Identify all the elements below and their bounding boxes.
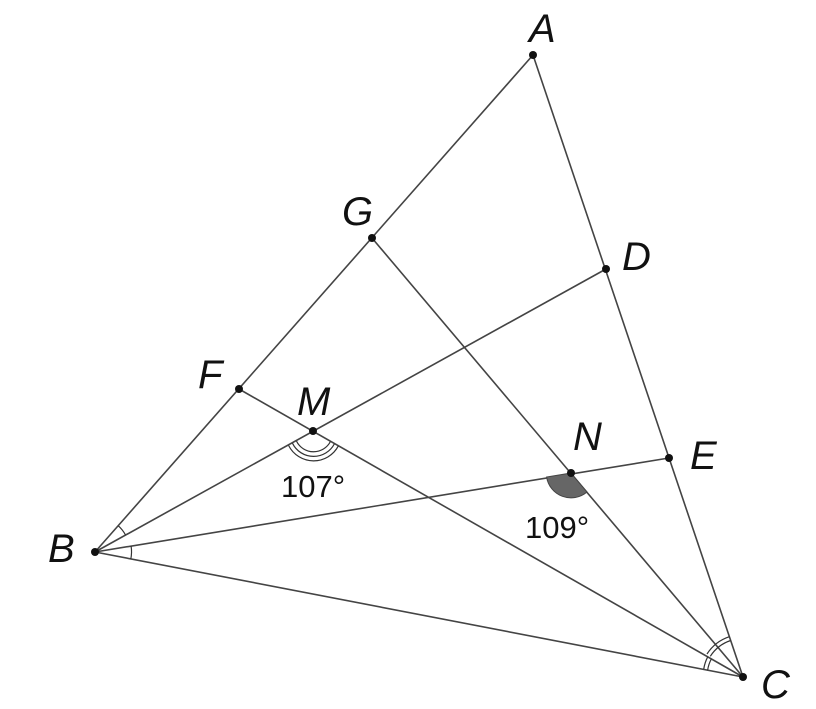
angle-b-arc-lower xyxy=(130,546,133,560)
angle-c-arc-3 xyxy=(707,658,712,671)
point-f xyxy=(235,385,243,393)
label-f: F xyxy=(198,353,225,397)
label-b: B xyxy=(48,527,75,571)
angle-bnc-label: 109° xyxy=(525,510,589,545)
segment-cf xyxy=(238,388,744,678)
angle-bmc-arc-3 xyxy=(288,445,339,462)
label-a: A xyxy=(527,7,556,51)
label-n: N xyxy=(573,415,602,459)
segment-ac xyxy=(532,54,744,678)
angle-c-arc-4 xyxy=(703,656,709,670)
point-e xyxy=(665,454,673,462)
point-c xyxy=(739,673,747,681)
segment-bd xyxy=(94,268,607,553)
point-g xyxy=(368,234,376,242)
angle-bnc-shaded xyxy=(546,472,588,499)
label-d: D xyxy=(622,235,651,279)
label-c: C xyxy=(761,663,791,707)
angle-c-arc-2 xyxy=(706,636,730,655)
point-n xyxy=(567,469,575,477)
segment-ab xyxy=(94,54,534,553)
point-m xyxy=(309,427,317,435)
angle-c-arc-1 xyxy=(709,639,731,657)
label-m: M xyxy=(297,380,331,424)
angle-bmc-arc-2 xyxy=(291,443,336,457)
point-d xyxy=(602,265,610,273)
segment-bc xyxy=(94,551,744,678)
angle-b-arc-upper xyxy=(117,525,127,536)
segment-cg xyxy=(371,237,744,678)
label-e: E xyxy=(690,434,718,478)
point-a xyxy=(529,51,537,59)
angle-bmc-arc-1 xyxy=(295,440,332,453)
point-b xyxy=(91,548,99,556)
angle-bmc-label: 107° xyxy=(281,469,345,504)
label-g: G xyxy=(342,190,373,234)
